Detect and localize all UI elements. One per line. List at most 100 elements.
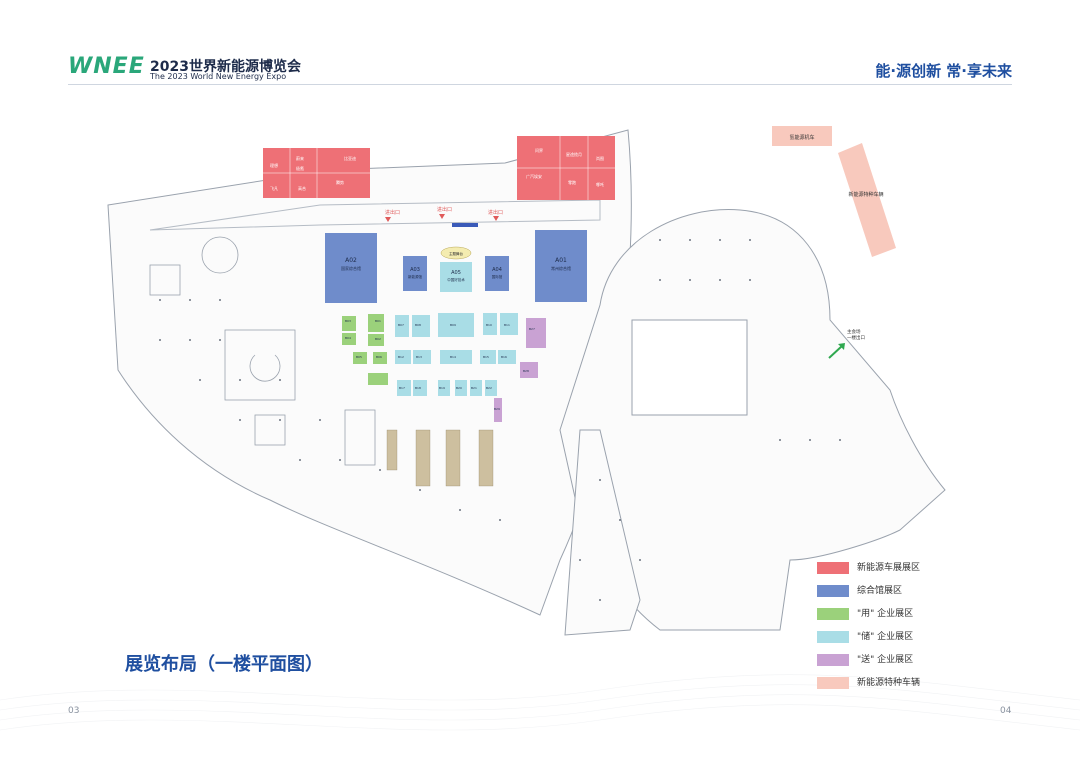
svg-text:B13: B13: [416, 355, 422, 359]
hall-a05: A05 中国好技术: [440, 262, 472, 292]
storage-booths: B07 B08 B09 B10 B11 B12 B13 B14 B15 B16 …: [395, 313, 518, 396]
svg-text:A04: A04: [492, 267, 502, 273]
legend-item: "储" 企业展区: [817, 631, 1017, 645]
exit-label: 主会场 一楼出口: [847, 328, 865, 341]
svg-text:进出口: 进出口: [437, 206, 452, 213]
nev-zone-right: 问界 星途揽月 岚图 广汽埃安 零跑 哪吒: [517, 136, 615, 200]
svg-text:B10: B10: [486, 323, 492, 327]
expo-logo: WNEE: [68, 54, 145, 79]
svg-text:B07: B07: [398, 323, 404, 327]
header-divider: [68, 84, 1012, 85]
svg-text:B01: B01: [375, 319, 381, 323]
expo-title-cn: 2023世界新能源博览会: [150, 59, 301, 75]
svg-text:中国好技术: 中国好技术: [447, 277, 465, 282]
hall-a03: A03 新能源馆: [403, 256, 427, 291]
entrance-marker: 进出口: [385, 209, 400, 222]
svg-text:A01: A01: [555, 257, 567, 264]
legend-item: 新能源特种车辆: [817, 677, 1017, 691]
svg-text:A02: A02: [345, 257, 357, 264]
hall-a04: A04 国际馆: [485, 256, 509, 291]
legend-item: "用" 企业展区: [817, 608, 1017, 622]
svg-text:A05: A05: [451, 270, 461, 276]
special-vehicle-zone: 新能源特种车辆: [838, 143, 896, 257]
svg-text:B17: B17: [399, 386, 405, 390]
page-number-left: 03: [68, 706, 80, 716]
page-number-right: 04: [1000, 706, 1012, 716]
left-rooms: [149, 236, 376, 466]
hydrogen-zone: 氢能源机车: [772, 126, 832, 146]
entrances: 进出口 进出口 进出口: [385, 206, 503, 227]
nev-zone-left: 理想 蔚来 比亚迪 极氪 飞凡 高合 腾势: [263, 148, 370, 198]
legend-swatch: [817, 585, 849, 597]
svg-text:广汽埃安: 广汽埃安: [526, 173, 542, 179]
svg-text:A03: A03: [410, 267, 420, 273]
legend-label: "储" 企业展区: [857, 632, 914, 642]
svg-text:B27: B27: [529, 327, 535, 331]
legend-swatch: [817, 608, 849, 620]
legend-item: 新能源车展展区: [817, 562, 1017, 576]
entrance-marker: 进出口: [488, 209, 503, 221]
svg-text:进出口: 进出口: [488, 209, 503, 216]
legend-label: "用" 企业展区: [857, 609, 914, 619]
svg-text:B03: B03: [345, 319, 351, 323]
hall-columns: [159, 299, 501, 521]
svg-text:极氪: 极氪: [296, 165, 304, 171]
svg-text:零跑: 零跑: [568, 179, 576, 185]
svg-text:问界: 问界: [535, 147, 543, 153]
transport-booths: B27 B28 B29: [494, 318, 546, 422]
svg-text:B18: B18: [415, 386, 421, 390]
svg-text:B16: B16: [501, 355, 507, 359]
entry-gate: [452, 223, 478, 227]
svg-text:比亚迪: 比亚迪: [344, 155, 356, 161]
expo-title-en: The 2023 World New Energy Expo: [150, 72, 287, 81]
legend-swatch: [817, 654, 849, 666]
svg-text:B06: B06: [376, 355, 382, 359]
svg-text:B22: B22: [486, 386, 492, 390]
svg-text:氢能源机车: 氢能源机车: [789, 134, 814, 141]
svg-text:蔚来: 蔚来: [296, 155, 304, 161]
svg-text:B04: B04: [345, 336, 351, 340]
svg-text:B21: B21: [471, 386, 477, 390]
svg-text:B11: B11: [504, 323, 510, 327]
page-title: 展览布局（一楼平面图）: [125, 654, 323, 675]
svg-text:进出口: 进出口: [385, 209, 400, 216]
legend-swatch: [817, 631, 849, 643]
svg-text:国际馆: 国际馆: [492, 274, 503, 279]
svg-text:B20: B20: [456, 386, 462, 390]
svg-text:主题舞台: 主题舞台: [449, 251, 463, 256]
main-hall-outline: [107, 129, 632, 616]
page-header: WNEE 2023世界新能源博览会 The 2023 World New Ene…: [0, 0, 1080, 86]
legend-swatch: [817, 562, 849, 574]
right-hall-outline: [559, 209, 946, 636]
svg-text:B28: B28: [523, 369, 529, 373]
exit-arrow-icon: [828, 343, 845, 359]
hall-a02: A02 国家综合馆: [325, 233, 377, 303]
legend-swatch: [817, 677, 849, 689]
svg-text:B29: B29: [494, 407, 500, 411]
svg-text:新能源特种车辆: 新能源特种车辆: [848, 191, 883, 198]
svg-text:B02: B02: [375, 337, 381, 341]
svg-text:B08: B08: [415, 323, 421, 327]
stage: 主题舞台: [440, 246, 472, 260]
legend-label: "送" 企业展区: [857, 655, 914, 665]
svg-text:B09: B09: [450, 323, 456, 327]
svg-text:国家综合馆: 国家综合馆: [341, 265, 361, 271]
wave-decoration: [0, 674, 1080, 731]
svg-text:B12: B12: [398, 355, 404, 359]
svg-text:B05: B05: [356, 355, 362, 359]
hall-a01: A01 常州综合馆: [535, 230, 587, 302]
legend-item: "送" 企业展区: [817, 654, 1017, 668]
legend-item: 综合馆展区: [817, 585, 1017, 599]
legend-label: 新能源车展展区: [857, 563, 921, 573]
svg-text:理想: 理想: [270, 162, 278, 168]
svg-text:哪吒: 哪吒: [596, 181, 604, 187]
right-hall-columns: [579, 239, 841, 601]
misc-booths: [386, 429, 494, 487]
svg-text:飞凡: 飞凡: [270, 186, 278, 191]
svg-text:新能源馆: 新能源馆: [408, 274, 422, 279]
entrance-marker: 进出口: [437, 206, 452, 219]
svg-text:B14: B14: [450, 355, 456, 359]
legend-label: 新能源特种车辆: [857, 678, 921, 688]
svg-text:B19: B19: [439, 386, 445, 390]
